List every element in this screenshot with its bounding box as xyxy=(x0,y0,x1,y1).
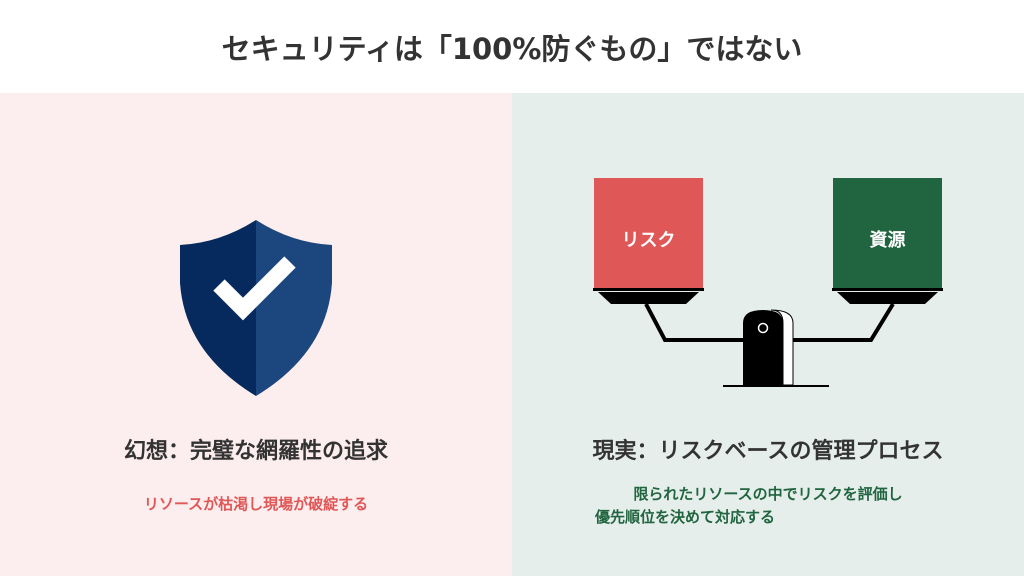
illusion-panel: 幻想：完璧な網羅性の追求 リソースが枯渇し現場が破綻する xyxy=(0,93,512,576)
page-title: セキュリティは「100%防ぐもの」ではない xyxy=(221,31,803,66)
resource-label: 資源 xyxy=(869,230,906,251)
illusion-subtext: リソースが枯渇し現場が破綻する xyxy=(143,495,369,513)
reality-subtext-line-2: 優先順位を決めて対応する xyxy=(595,508,776,526)
balance-scale-icon xyxy=(593,178,943,387)
resource-box xyxy=(833,178,942,288)
reality-heading: 現実：リスクベースの管理プロセス xyxy=(592,439,944,464)
illusion-heading: 幻想：完璧な網羅性の追求 xyxy=(123,439,388,464)
reality-panel: リスク 資源 現実：リスクベースの管理プロセス 限られたリソースの中でリスクを評… xyxy=(512,93,1024,576)
risk-label: リスク xyxy=(621,230,676,251)
reality-subtext-line-1: 限られたリソースの中でリスクを評価し xyxy=(633,485,903,503)
risk-box xyxy=(594,178,703,288)
shield-check-icon xyxy=(180,220,332,396)
